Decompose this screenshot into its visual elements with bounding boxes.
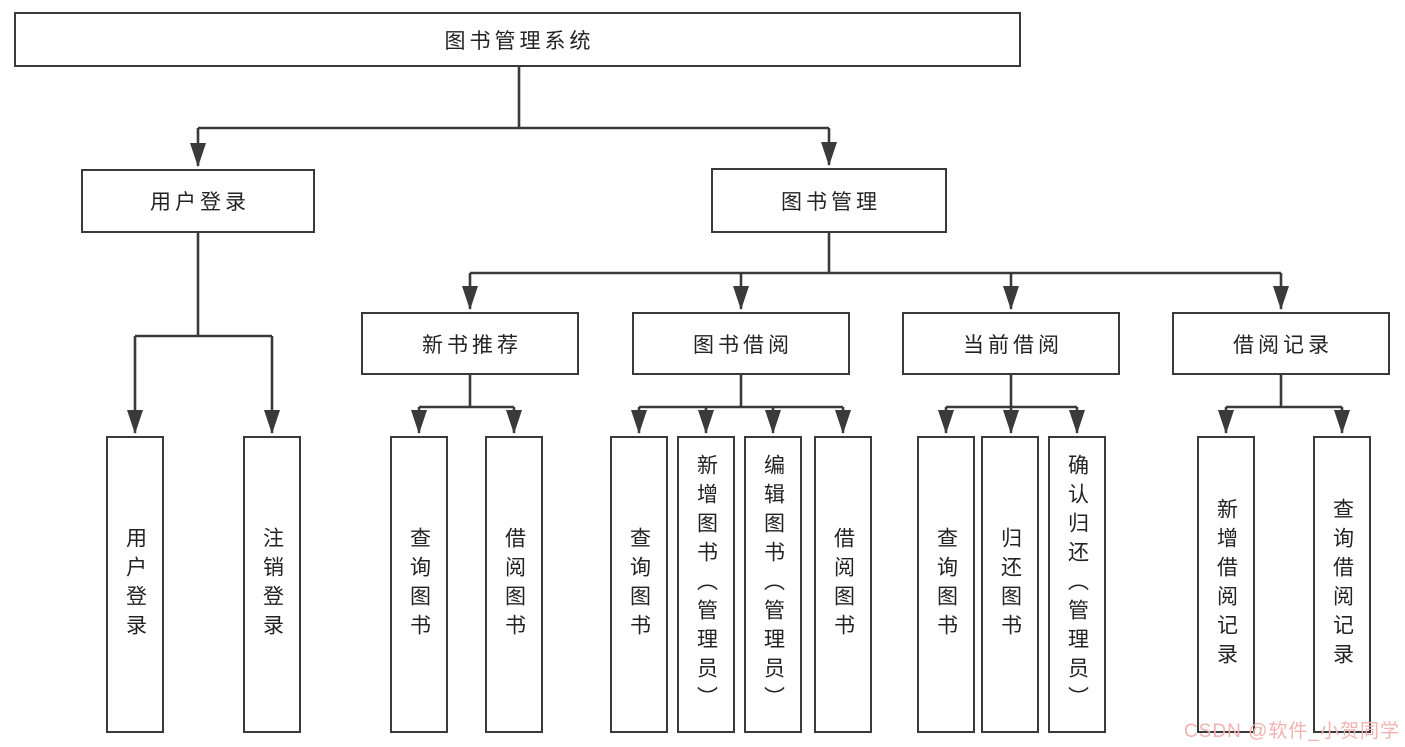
node-book-borrowing: 图书借阅 [632, 312, 850, 375]
node-root-system: 图书管理系统 [14, 12, 1021, 67]
node-label: 新书推荐 [422, 333, 522, 357]
leaf-logout: 注销登录 [243, 436, 301, 733]
leaf-user-login: 用户登录 [106, 436, 164, 733]
leaf-return-books: 归还图书 [981, 436, 1039, 733]
node-label: 新增借阅记录 [1214, 497, 1238, 672]
node-label: 用户登录 [150, 191, 250, 214]
node-label: 借阅图书 [831, 526, 855, 643]
leaf-edit-book-admin: 编辑图书（管理员） [744, 436, 802, 733]
node-label: 借阅记录 [1233, 333, 1333, 357]
leaf-confirm-return-admin: 确认归还（管理员） [1048, 436, 1106, 733]
node-label: 编辑图书（管理员） [761, 454, 785, 715]
node-label: 查询图书 [934, 526, 958, 643]
node-label: 用户登录 [123, 526, 147, 643]
leaf-borrow-books: 借阅图书 [814, 436, 872, 733]
node-new-book-recommend: 新书推荐 [361, 312, 579, 375]
watermark: CSDN @软件_小贺同学 [1184, 721, 1400, 742]
node-label: 当前借阅 [963, 333, 1063, 357]
node-label: 图书管理 [781, 190, 881, 214]
node-label: 查询图书 [627, 526, 651, 643]
node-label: 确认归还（管理员） [1065, 454, 1089, 715]
node-label: 借阅图书 [502, 526, 526, 643]
leaf-query-books: 查询图书 [610, 436, 668, 733]
leaf-query-books: 查询图书 [390, 436, 448, 733]
node-label: 新增图书（管理员） [694, 454, 718, 715]
leaf-add-borrow-record: 新增借阅记录 [1197, 436, 1255, 733]
node-borrowing-records: 借阅记录 [1172, 312, 1390, 375]
node-book-management: 图书管理 [711, 168, 947, 233]
node-user-login: 用户登录 [81, 169, 315, 233]
leaf-borrow-books: 借阅图书 [485, 436, 543, 733]
leaf-query-borrow-record: 查询借阅记录 [1313, 436, 1371, 733]
node-label: 图书管理系统 [444, 29, 595, 53]
node-label: 注销登录 [260, 526, 284, 643]
node-label: 查询借阅记录 [1330, 497, 1354, 672]
node-label: 图书借阅 [693, 333, 793, 357]
leaf-add-book-admin: 新增图书（管理员） [677, 436, 735, 733]
leaf-query-books: 查询图书 [917, 436, 975, 733]
node-label: 查询图书 [407, 526, 431, 643]
node-current-borrowing: 当前借阅 [902, 312, 1120, 375]
node-label: 归还图书 [998, 526, 1022, 643]
